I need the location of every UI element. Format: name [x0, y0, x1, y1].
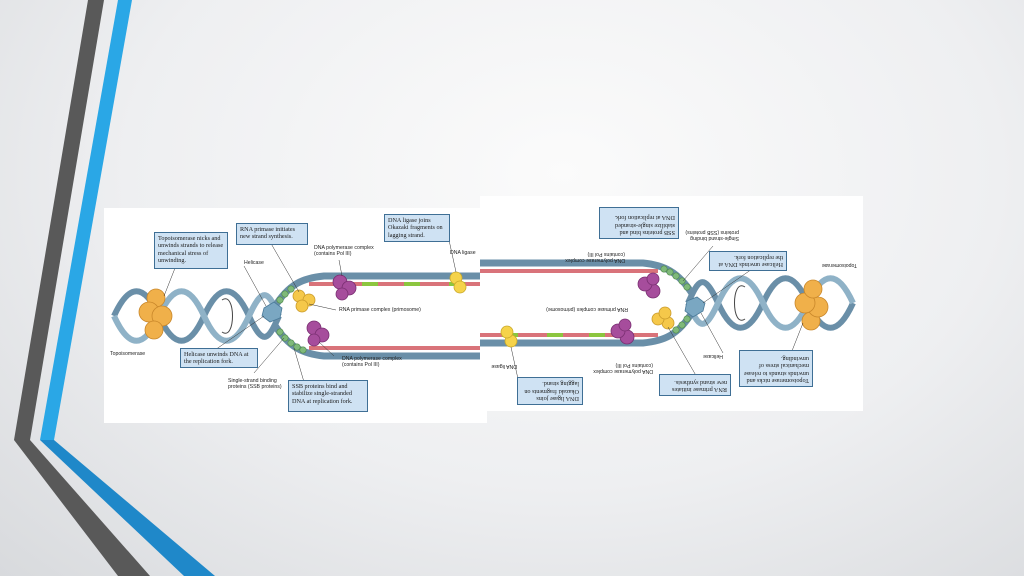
gray-stripe-top: [14, 0, 104, 440]
label-ssb-flipped: Single-strand binding proteins (SSB prot…: [685, 229, 739, 241]
rotated-diagram: Topoisomerase nicks and unwinds strands …: [480, 196, 863, 411]
label-dna-pol-top-flipped: DNA polymerase complex (contains Pol III…: [593, 362, 653, 374]
callout-topoisomerase-flipped: Topoisomerase nicks and unwinds strands …: [739, 350, 813, 387]
label-ssb: Single-strand binding proteins (SSB prot…: [228, 378, 282, 390]
label-dna-ligase-flipped: DNA ligase: [491, 363, 517, 369]
label-helicase: Helicase: [244, 260, 264, 266]
callout-rna-primase: RNA primase initiates new strand synthes…: [236, 223, 308, 245]
label-topoisomerase-flipped: Topoisomerase: [821, 262, 857, 268]
label-dna-ligase: DNA ligase: [450, 250, 476, 256]
replication-diagram-left: Topoisomerase nicks and unwinds strands …: [104, 208, 487, 423]
label-primosome: RNA primase complex (primosome): [339, 307, 421, 313]
callout-dna-ligase-flipped: DNA ligase joins Okazaki fragments on la…: [517, 377, 583, 405]
label-dna-pol-bottom-flipped: DNA polymerase complex (contains Pol III…: [565, 251, 625, 263]
diagram-art-left: [111, 239, 487, 383]
replication-diagram-right: Topoisomerase nicks and unwinds strands …: [480, 196, 863, 411]
gray-stripe-bottom: [14, 440, 150, 576]
callout-ssb: SSB proteins bind and stabilize single-s…: [288, 380, 368, 412]
label-primosome-flipped: RNA primase complex (primosome): [546, 306, 628, 312]
blue-stripe-bottom: [40, 440, 215, 576]
callout-ssb-flipped: SSB proteins bind and stabilize single-s…: [599, 207, 679, 239]
label-dna-pol-top: DNA polymerase complex (contains Pol III…: [314, 245, 374, 257]
label-topoisomerase: Topoisomerase: [110, 351, 146, 357]
callout-helicase: Helicase unwinds DNA at the replication …: [180, 348, 258, 368]
blue-stripe-top: [40, 0, 132, 440]
diagram-art-right: [480, 245, 856, 380]
callout-helicase-flipped: Helicase unwinds DNA at the replication …: [709, 251, 787, 271]
callout-dna-ligase: DNA ligase joins Okazaki fragments on la…: [384, 214, 450, 242]
callout-topoisomerase: Topoisomerase nicks and unwinds strands …: [154, 232, 228, 269]
label-dna-pol-bottom: DNA polymerase complex (contains Pol III…: [342, 356, 402, 368]
callout-rna-primase-flipped: RNA primase initiates new strand synthes…: [659, 374, 731, 396]
label-helicase-flipped: Helicase: [703, 353, 723, 359]
